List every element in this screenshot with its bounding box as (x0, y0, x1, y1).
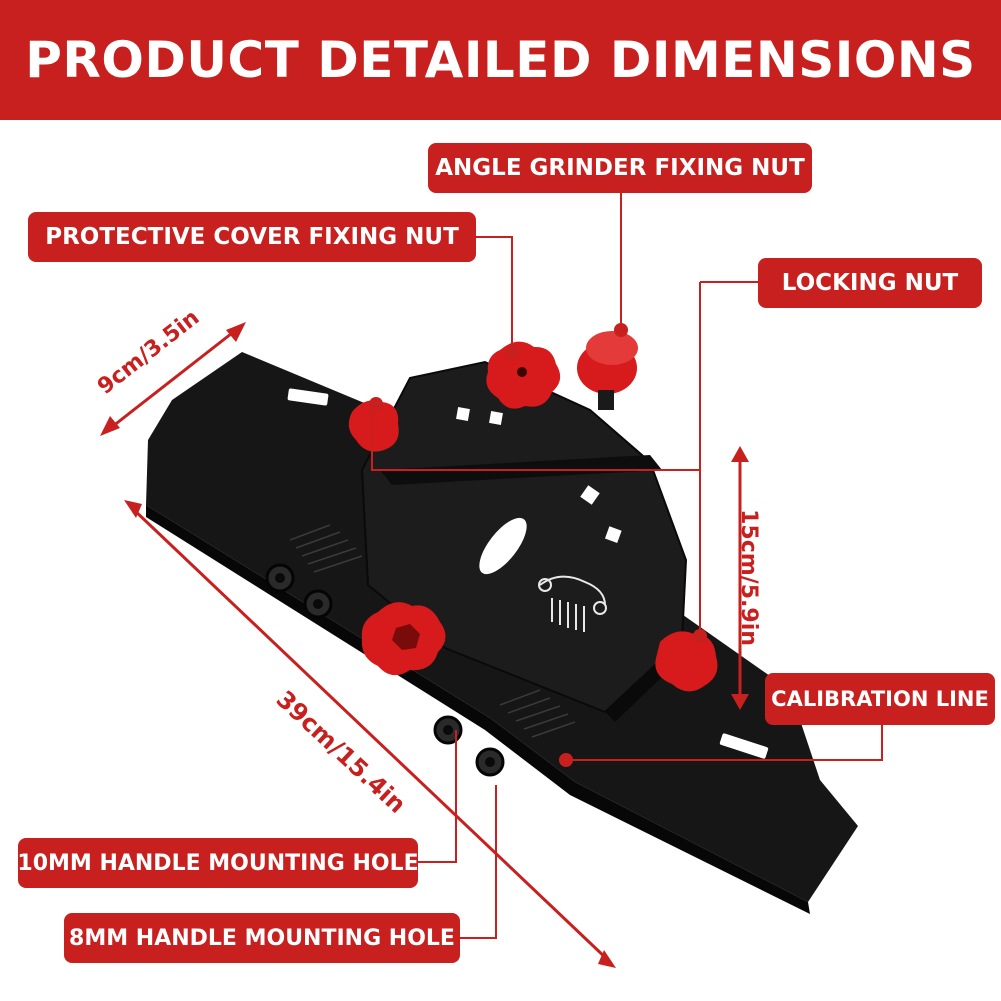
oval-slot (479, 517, 527, 575)
callout-10mm-handle-hole: 10MM HANDLE MOUNTING HOLE (17, 838, 419, 888)
callout-protective-cover-fixing-nut: PROTECTIVE COVER FIXING NUT (28, 212, 476, 262)
leader-lines (371, 192, 883, 939)
callout-text: PROTECTIVE COVER FIXING NUT (45, 224, 459, 250)
base-plate-edge (146, 505, 810, 914)
square-hole (456, 407, 470, 421)
square-hole (604, 526, 622, 543)
callout-text: LOCKING NUT (781, 270, 959, 296)
callout-text: CALIBRATION LINE (771, 687, 989, 711)
square-hole (489, 411, 503, 425)
callout-8mm-handle-hole: 8MM HANDLE MOUNTING HOLE (64, 913, 460, 963)
red-knob-large (361, 602, 446, 676)
engraved-pattern-left (289, 524, 363, 573)
engraved-pattern-right (499, 689, 576, 738)
slot-right (719, 733, 769, 759)
leader-dots (369, 323, 707, 767)
title-banner (0, 0, 1001, 120)
red-knob-right (655, 631, 718, 692)
callout-text: 8MM HANDLE MOUNTING HOLE (69, 925, 455, 951)
callout-text: ANGLE GRINDER FIXING NUT (435, 155, 805, 181)
callout-angle-grinder-fixing-nut: ANGLE GRINDER FIXING NUT (428, 143, 812, 193)
red-knob-left (348, 400, 399, 452)
page-title: PRODUCT DETAILED DIMENSIONS (25, 31, 976, 89)
red-knob-top (486, 341, 561, 409)
red-knob-cap (577, 331, 638, 410)
dimension-height-label: 15cm/5.9in (735, 509, 761, 646)
threaded-holes (265, 563, 505, 777)
slot-left (287, 388, 329, 406)
callout-text: 10MM HANDLE MOUNTING HOLE (17, 850, 419, 876)
logo-emblem (538, 575, 607, 632)
square-hole (580, 485, 600, 505)
callout-locking-nut: LOCKING NUT (758, 258, 982, 308)
callout-calibration-line: CALIBRATION LINE (765, 673, 995, 725)
dimension-arrows (100, 322, 749, 968)
